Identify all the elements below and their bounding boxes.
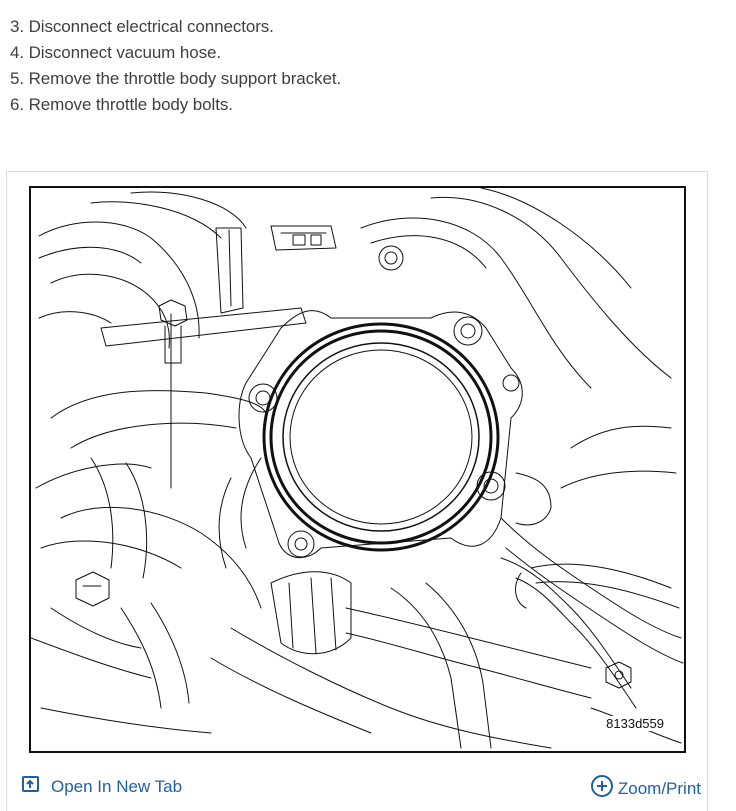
zoom-plus-icon	[590, 774, 614, 803]
throttle-body-line-drawing	[31, 188, 684, 749]
step-3: 3. Disconnect electrical connectors.	[10, 17, 274, 36]
zoom-print-label: Zoom/Print	[617, 778, 701, 798]
throttle-body-diagram[interactable]: 8133d559	[29, 186, 686, 753]
open-in-new-tab-label: Open In New Tab	[51, 776, 183, 796]
figure-toolbar: Open In New Tab Zoom/Print	[7, 772, 707, 804]
step-5: 5. Remove the throttle body support brac…	[10, 69, 342, 88]
step-6: 6. Remove throttle body bolts.	[10, 95, 233, 114]
open-in-new-tab-icon	[21, 774, 41, 799]
zoom-print-link[interactable]: Zoom/Print	[590, 774, 701, 803]
open-in-new-tab-link[interactable]: Open In New Tab	[21, 774, 182, 799]
figure-card: 8133d559 Open In New Tab Zoom/Print	[6, 171, 708, 811]
figure-id-label: 8133d559	[604, 716, 666, 731]
instruction-steps: 3. Disconnect electrical connectors. 4. …	[10, 14, 341, 118]
step-4: 4. Disconnect vacuum hose.	[10, 43, 221, 62]
